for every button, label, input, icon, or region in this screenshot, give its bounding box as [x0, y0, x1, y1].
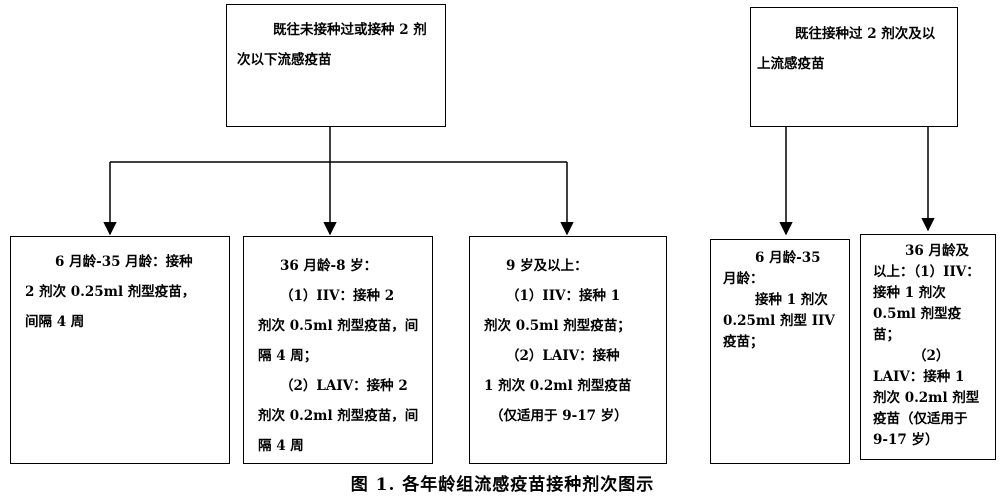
text-line: （2） — [913, 348, 950, 364]
text-line: 既往接种过 2 剂次及以 — [795, 26, 936, 42]
text-line: 剂次 0.5ml 剂型疫苗； — [484, 318, 631, 334]
text-line: LAIV：接种 1 — [873, 369, 965, 385]
text-line: 次以下流感疫苗 — [237, 52, 332, 68]
text-line: 36 月龄-8 岁： — [280, 258, 378, 274]
text-line: 以上：（1）IIV： — [873, 264, 980, 280]
text-line: 上流感疫苗 — [757, 56, 825, 72]
text-line: 疫苗； — [723, 334, 764, 350]
text-line: （仅适用于 9-17 岁） — [490, 408, 628, 424]
box-text: 既往未接种过或接种 2 剂 次以下流感疫苗 — [237, 15, 427, 75]
figure-caption: 图 1. 各年龄组流感疫苗接种剂次图示 — [350, 475, 655, 495]
text-line: 9-17 岁） — [873, 432, 939, 448]
text-line: 剂次 0.2ml 剂型 — [873, 390, 980, 406]
text-line: 0.5ml 剂型疫 — [873, 306, 962, 322]
box-text: 既往接种过 2 剂次及以 上流感疫苗 — [757, 19, 935, 79]
text-line: 间隔 4 周 — [25, 314, 85, 330]
text-line: 接种 1 剂次 — [873, 285, 946, 301]
text-line: （2）LAIV：接种 — [506, 348, 620, 364]
box-prior-2-doses: 既往接种过 2 剂次及以 上流感疫苗 — [750, 7, 958, 127]
text-line: （1）IIV：接种 2 — [280, 288, 395, 304]
text-line: 0.25ml 剂型 IIV — [723, 313, 835, 329]
text-line: 剂次 0.5ml 剂型疫苗，间 — [258, 318, 419, 334]
text-line: 6 月龄-35 月龄：接种 — [55, 254, 193, 270]
text-line: 月龄： — [723, 271, 764, 287]
text-line: 36 月龄及 — [905, 243, 969, 259]
text-line: 隔 4 周 — [258, 438, 304, 454]
box-text: 36 月龄及 以上：（1）IIV： 接种 1 剂次 0.5ml 剂型疫 苗； （… — [873, 241, 980, 451]
text-line: 接种 1 剂次 — [755, 292, 828, 308]
text-line: 既往未接种过或接种 2 剂 — [273, 22, 427, 38]
box-no-prior-vaccination: 既往未接种过或接种 2 剂 次以下流感疫苗 — [226, 4, 446, 127]
text-line: 9 岁及以上： — [506, 258, 588, 274]
box-9-years-plus: 9 岁及以上： （1）IIV：接种 1 剂次 0.5ml 剂型疫苗； （2）LA… — [469, 236, 667, 464]
box-text: 6 月龄-35 月龄： 接种 1 剂次 0.25ml 剂型 IIV 疫苗； — [723, 248, 835, 353]
box-text: 36 月龄-8 岁： （1）IIV：接种 2 剂次 0.5ml 剂型疫苗，间 隔… — [258, 251, 418, 461]
text-line: 隔 4 周； — [258, 348, 318, 364]
box-text: 9 岁及以上： （1）IIV：接种 1 剂次 0.5ml 剂型疫苗； （2）LA… — [484, 251, 631, 431]
text-line: 6 月龄-35 — [755, 250, 821, 266]
text-line: （2）LAIV：接种 2 — [280, 378, 408, 394]
text-line: 剂次 0.2ml 剂型疫苗，间 — [258, 408, 419, 424]
box-text: 6 月龄-35 月龄：接种 2 剂次 0.25ml 剂型疫苗， 间隔 4 周 — [25, 247, 195, 337]
box-36-months-8-years: 36 月龄-8 岁： （1）IIV：接种 2 剂次 0.5ml 剂型疫苗，间 隔… — [243, 236, 433, 464]
box-36-months-plus: 36 月龄及 以上：（1）IIV： 接种 1 剂次 0.5ml 剂型疫 苗； （… — [860, 234, 996, 460]
text-line: （1）IIV：接种 1 — [506, 288, 621, 304]
box-6-35-months-two-doses: 6 月龄-35 月龄：接种 2 剂次 0.25ml 剂型疫苗， 间隔 4 周 — [10, 236, 230, 464]
text-line: 1 剂次 0.2ml 剂型疫苗 — [484, 378, 632, 394]
text-line: 苗； — [873, 327, 900, 343]
box-6-35-months-one-dose: 6 月龄-35 月龄： 接种 1 剂次 0.25ml 剂型 IIV 疫苗； — [710, 239, 850, 464]
text-line: 疫苗（仅适用于 — [873, 411, 968, 427]
text-line: 2 剂次 0.25ml 剂型疫苗， — [25, 284, 196, 300]
